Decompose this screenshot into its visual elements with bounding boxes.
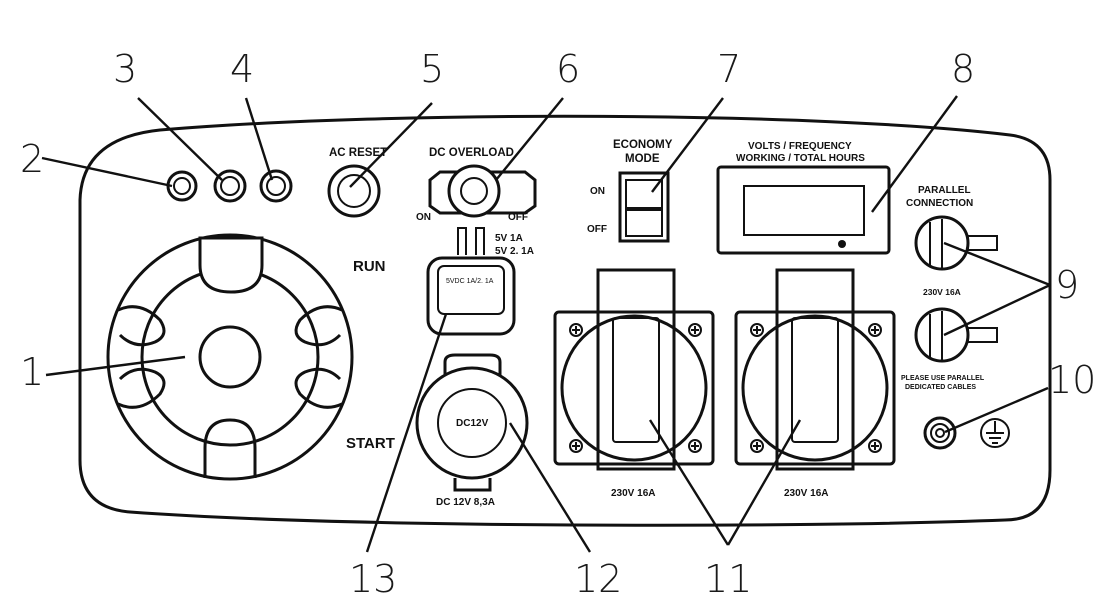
ac-socket-2-rating: 230V 16A (784, 488, 828, 499)
leader-line-2 (41, 156, 173, 188)
economy-mode-label-line2: MODE (625, 153, 660, 165)
economy-mode-label-line1: ECONOMY (613, 139, 673, 151)
dc12v-rating-label: DC 12V 8,3A (436, 497, 495, 508)
ac-socket-2[interactable] (734, 268, 896, 471)
ac-reset-button[interactable] (327, 164, 381, 218)
socket-1-screw-icons (569, 323, 702, 453)
leader-line-4 (244, 97, 274, 181)
leader-line-1 (45, 355, 186, 377)
leader-line-5 (349, 102, 433, 188)
callout-number-9: 9 (1055, 263, 1079, 307)
callout-number-8: 8 (951, 47, 975, 91)
dc12v-socket[interactable] (415, 353, 529, 492)
parallel-note-line2: DEDICATED CABLES (905, 384, 976, 391)
usb-port-icon (457, 227, 485, 255)
leader-line-7 (651, 97, 724, 193)
leader-line-8 (871, 95, 958, 213)
indicator-lamp-output (166, 170, 198, 202)
callout-number-5: 5 (420, 47, 444, 91)
ac-socket-1-rating: 230V 16A (611, 488, 655, 499)
usb-outlet[interactable] (426, 256, 516, 336)
usb-rating-line1: 5V 1A (495, 233, 523, 244)
callout-number-3: 3 (113, 47, 137, 91)
parallel-rating-label: 230V 16A (923, 287, 961, 297)
callout-number-6: 6 (556, 47, 580, 91)
leader-line-3 (137, 97, 223, 181)
ground-terminal[interactable] (923, 416, 957, 450)
leader-line-13 (365, 313, 448, 553)
callout-number-12: 12 (574, 557, 622, 601)
callout-number-13: 13 (349, 557, 397, 601)
economy-mode-switch[interactable] (618, 171, 670, 243)
parallel-label-line2: CONNECTION (906, 198, 973, 209)
parallel-terminal-upper[interactable] (914, 215, 998, 271)
economy-off-label: OFF (587, 224, 607, 235)
callout-number-10: 10 (1048, 358, 1096, 402)
socket-2-screw-icons (750, 323, 882, 453)
ac-socket-1[interactable] (553, 268, 715, 471)
callout-number-7: 7 (717, 47, 741, 91)
indicator-lamp-oil (259, 169, 293, 203)
start-label: START (346, 435, 395, 452)
panel-outline (78, 114, 1052, 527)
leader-line-11a (648, 419, 730, 546)
leader-line-9a (943, 241, 1051, 287)
leader-line-6 (495, 97, 564, 181)
dc-overload-switch[interactable] (428, 164, 537, 218)
parallel-terminal-lower[interactable] (914, 307, 998, 363)
callout-number-4: 4 (230, 47, 254, 91)
leader-line-11b (726, 419, 802, 546)
run-label: RUN (353, 258, 386, 275)
leader-line-10 (944, 386, 1049, 434)
callout-number-1: 1 (20, 350, 44, 394)
dc-overload-off-label: OFF (508, 212, 528, 223)
parallel-label-line1: PARALLEL (918, 185, 971, 196)
leader-line-9b (943, 283, 1051, 337)
indicator-lamp-overload (213, 169, 247, 203)
ground-symbol-icon (980, 418, 1010, 448)
usb-face-label: 5VDC 1A/2. 1A (446, 278, 494, 285)
digital-display (716, 165, 891, 255)
ac-reset-label: AC RESET (329, 147, 387, 159)
parallel-note-line1: PLEASE USE PARALLEL (901, 375, 985, 382)
economy-on-label: ON (590, 186, 605, 197)
dc12v-face-label: DC12V (456, 418, 489, 429)
dc-overload-on-label: ON (416, 212, 431, 223)
usb-rating-line2: 5V 2. 1A (495, 246, 534, 257)
display-label-line2: WORKING / TOTAL HOURS (736, 153, 865, 164)
callout-number-2: 2 (20, 137, 44, 181)
display-label-line1: VOLTS / FREQUENCY (748, 141, 852, 152)
run-start-knob[interactable] (106, 233, 354, 481)
dc-overload-label: DC OVERLOAD (429, 147, 514, 159)
callout-number-11: 11 (704, 557, 752, 601)
